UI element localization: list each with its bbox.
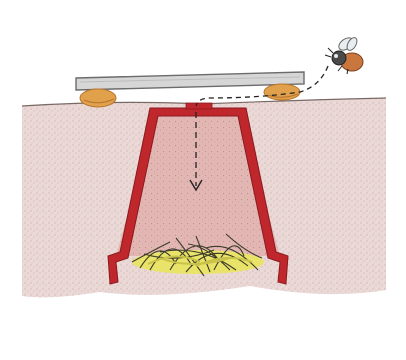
stone-right: [264, 84, 300, 100]
trap-rim: [186, 103, 212, 109]
flying-beetle-icon: [325, 35, 363, 74]
stone-left: [80, 89, 116, 107]
